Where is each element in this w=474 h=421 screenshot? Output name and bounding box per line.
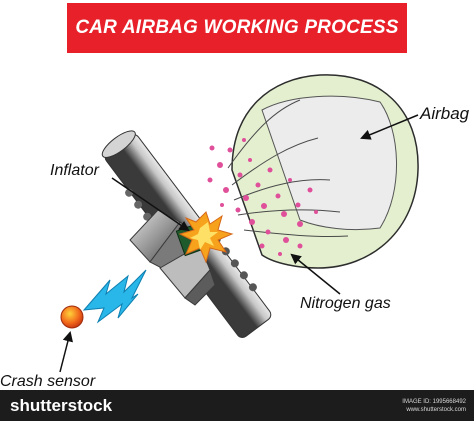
title-banner: CAR AIRBAG WORKING PROCESS <box>67 3 407 53</box>
airbag-label: Airbag <box>420 104 470 123</box>
nitrogen-gas-particles <box>207 138 318 256</box>
crash-sensor-icon <box>60 305 84 329</box>
inflator-explosion <box>178 211 234 264</box>
crash-sensor-pointer <box>59 330 73 373</box>
nitrogen-gas-label: Nitrogen gas <box>300 295 391 312</box>
footer-logo: shutterstock <box>10 396 113 415</box>
footer-image-info: IMAGE ID: 1995668492 www.shutterstock.co… <box>402 398 466 414</box>
spark-icon <box>82 269 147 324</box>
airbag-pointer <box>360 114 419 140</box>
footer-site: www.shutterstock.com <box>406 407 466 413</box>
crash-sensor-label: Crash sensor <box>0 373 96 390</box>
inflator-label: Inflator <box>50 162 99 179</box>
diagram-title: CAR AIRBAG WORKING PROCESS <box>75 17 399 38</box>
footer-bar: shutterstock IMAGE ID: 1995668492 www.sh… <box>0 390 474 421</box>
inflator-pointer <box>111 177 190 232</box>
nitrogen-gas-pointer <box>290 253 341 295</box>
footer-image-id: IMAGE ID: 1995668492 <box>402 399 466 405</box>
airbag <box>207 74 419 269</box>
